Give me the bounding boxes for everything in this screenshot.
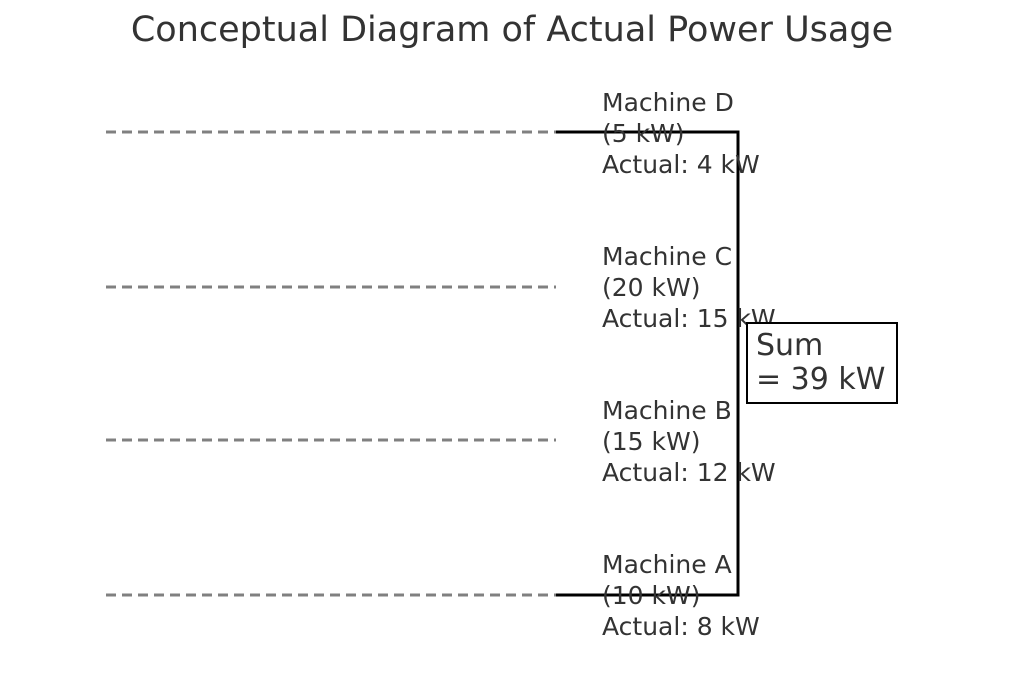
sum-label: Sum bbox=[756, 328, 824, 363]
machine-a-actual: Actual: 8 kW bbox=[602, 612, 760, 641]
machine-c-name: Machine C bbox=[602, 242, 733, 271]
machine-c-label: Machine C (20 kW) Actual: 15 kW bbox=[602, 241, 776, 334]
sum-value: = 39 kW bbox=[756, 362, 886, 397]
machine-b-label: Machine B (15 kW) Actual: 12 kW bbox=[602, 395, 776, 488]
machine-d-capacity: (5 kW) bbox=[602, 119, 685, 148]
machine-d-name: Machine D bbox=[602, 88, 734, 117]
sum-box: Sum = 39 kW bbox=[746, 322, 898, 404]
machine-b-capacity: (15 kW) bbox=[602, 427, 701, 456]
machine-b-actual: Actual: 12 kW bbox=[602, 458, 776, 487]
machine-a-capacity: (10 kW) bbox=[602, 581, 701, 610]
machine-b-name: Machine B bbox=[602, 396, 732, 425]
machine-a-name: Machine A bbox=[602, 550, 732, 579]
machine-d-label: Machine D (5 kW) Actual: 4 kW bbox=[602, 87, 760, 180]
summing-bus bbox=[556, 130, 740, 597]
diagram-title: Conceptual Diagram of Actual Power Usage bbox=[130, 10, 894, 50]
machine-a-label: Machine A (10 kW) Actual: 8 kW bbox=[602, 549, 760, 642]
machine-d-actual: Actual: 4 kW bbox=[602, 150, 760, 179]
machine-c-capacity: (20 kW) bbox=[602, 273, 701, 302]
